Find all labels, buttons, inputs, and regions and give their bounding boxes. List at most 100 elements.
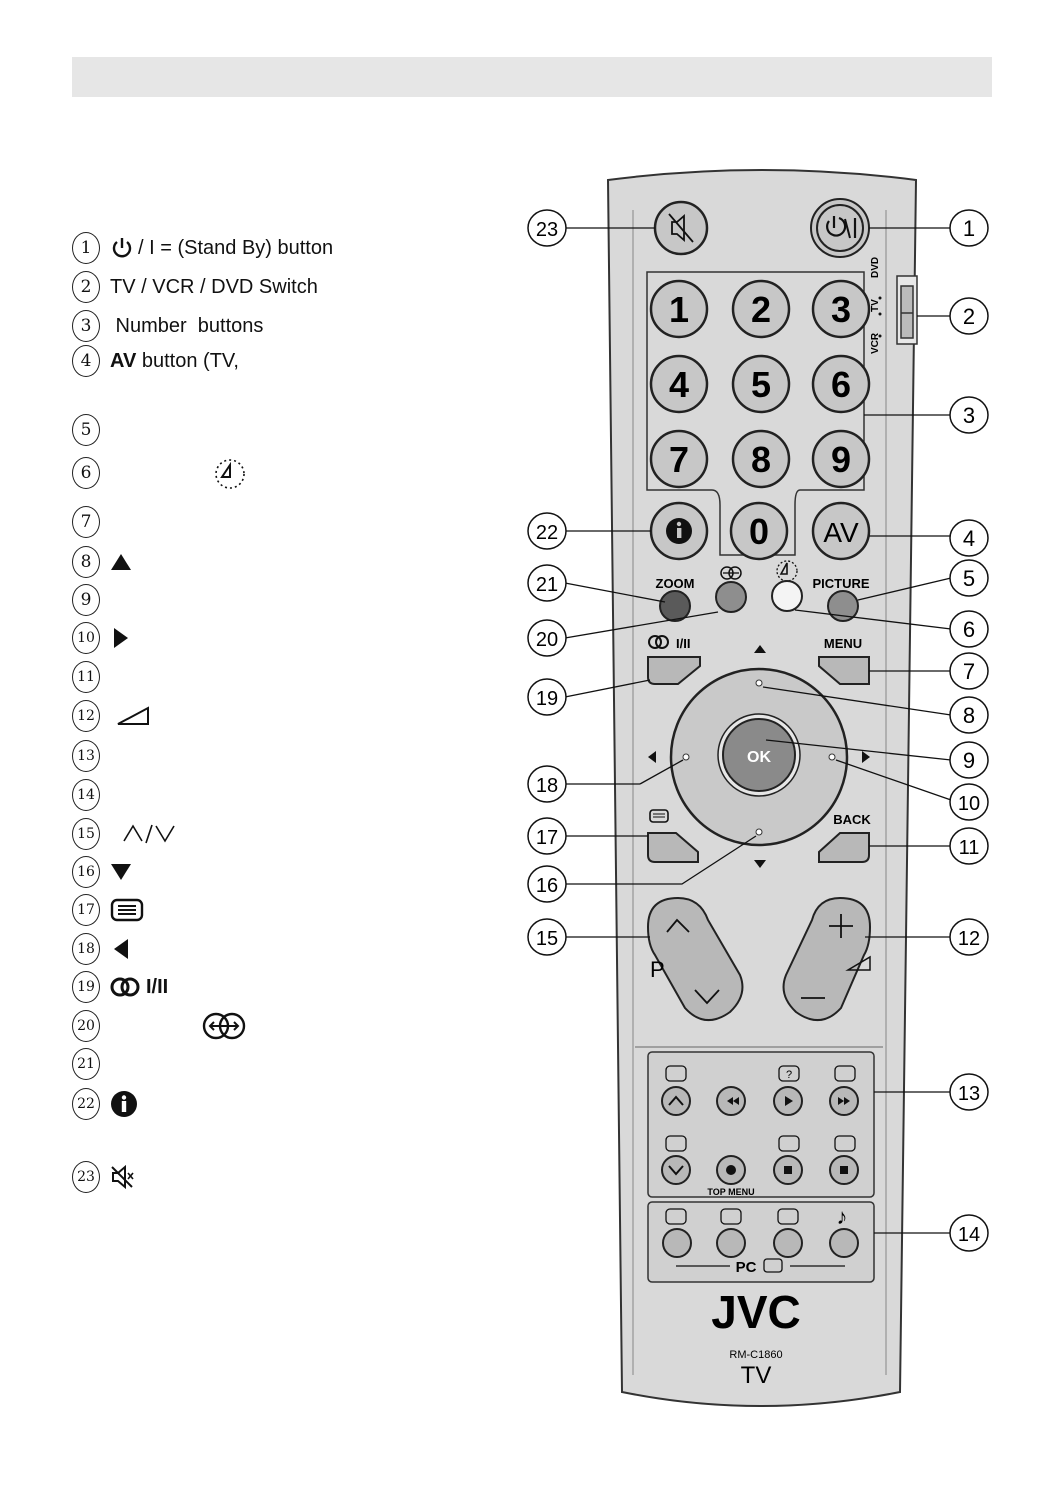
digit-label: 0	[749, 511, 769, 552]
down-triangle-icon	[111, 864, 131, 880]
callout-17: 17	[527, 817, 567, 855]
play-button[interactable]	[773, 1086, 803, 1116]
callout-number: 22	[536, 522, 558, 544]
legend-number: 10	[72, 622, 100, 654]
digit-button[interactable]: 2	[731, 279, 791, 339]
callout-number: 10	[958, 793, 980, 815]
color-button[interactable]	[829, 1228, 859, 1258]
tv-vcr-dvd-switch[interactable]: DVD TV VCR	[870, 257, 918, 354]
nav-down-dot[interactable]	[755, 828, 763, 836]
nav-down-arrow	[754, 860, 766, 868]
callout-number: 15	[536, 928, 558, 950]
legend-item-19: 19 I/II	[72, 970, 168, 1004]
color-button[interactable]	[773, 1228, 803, 1258]
zoom-button[interactable]	[659, 590, 691, 622]
callout-18: 18	[527, 765, 567, 803]
mute-button[interactable]	[653, 200, 709, 256]
digit-button[interactable]: 8	[731, 429, 791, 489]
sleep-timer-button[interactable]	[771, 580, 803, 612]
music-icon: ♪	[837, 1204, 848, 1229]
color-button[interactable]	[662, 1228, 692, 1258]
volume-icon	[845, 955, 871, 971]
callout-number: 17	[536, 827, 558, 849]
program-label: P	[650, 957, 665, 982]
legend-item-20: 20	[72, 1009, 248, 1043]
swap-button[interactable]	[715, 581, 747, 613]
digit-button[interactable]: 3	[811, 279, 871, 339]
digit-button[interactable]: 5	[731, 354, 791, 414]
info-icon	[111, 1091, 137, 1117]
standby-button[interactable]	[810, 198, 870, 258]
color-button[interactable]	[716, 1228, 746, 1258]
fast-forward-button[interactable]	[829, 1086, 859, 1116]
digit-button[interactable]: 9	[811, 429, 871, 489]
legend-item-1: 1 / I = (Stand By) button	[72, 231, 333, 265]
nav-right-dot[interactable]	[828, 753, 836, 761]
info-button[interactable]	[649, 501, 709, 561]
rewind-button[interactable]	[716, 1086, 746, 1116]
legend-item-21: 21	[72, 1047, 110, 1081]
legend-number: 19	[72, 971, 100, 1003]
teletext-button[interactable]	[647, 832, 699, 863]
up-button[interactable]	[661, 1086, 691, 1116]
legend-item-13: 13	[72, 739, 110, 773]
legend-item-9: 9	[72, 583, 110, 617]
digit-button[interactable]: 0	[729, 501, 789, 561]
legend-item-15: 15	[72, 817, 182, 851]
sound-mode-label: I/II	[676, 636, 690, 651]
legend-item-10: 10	[72, 621, 132, 655]
legend-item-11: 11	[72, 660, 110, 694]
legend-item-4: 4 AV button (TV,	[72, 344, 239, 378]
menu-button[interactable]	[818, 656, 870, 685]
cancel-icon	[778, 1135, 800, 1152]
av-button[interactable]: AV	[811, 501, 871, 561]
legend-number: 20	[72, 1010, 100, 1042]
digit-label: 9	[831, 439, 851, 480]
digit-button[interactable]: 1	[649, 279, 709, 339]
legend-number: 8	[72, 546, 100, 578]
down-button[interactable]	[661, 1155, 691, 1185]
nav-up-dot[interactable]	[755, 679, 763, 687]
record-button[interactable]	[716, 1155, 746, 1185]
legend-item-6: 6	[72, 456, 250, 490]
callout-19: 19	[527, 678, 567, 716]
callout-8: 8	[949, 696, 989, 734]
sound-mode-button[interactable]	[647, 656, 701, 685]
callout-15: 15	[527, 918, 567, 956]
legend-number: 3	[72, 310, 100, 342]
digit-button[interactable]: 7	[649, 429, 709, 489]
stop-button[interactable]	[773, 1155, 803, 1185]
callout-6: 6	[949, 610, 989, 648]
picture-button[interactable]	[827, 590, 859, 622]
legend-number: 7	[72, 506, 100, 538]
swap-icon	[720, 566, 742, 580]
nav-left-dot[interactable]	[682, 753, 690, 761]
callout-number: 16	[536, 875, 558, 897]
subtitle-icon	[665, 1065, 687, 1082]
ok-label: OK	[747, 749, 771, 766]
callout-number: 8	[963, 703, 975, 728]
callout-10: 10	[949, 783, 989, 821]
number-buttons: 1 2 3 4 5 6 7 8 9 0	[649, 279, 871, 561]
program-rocker[interactable]	[646, 896, 744, 1021]
pc-icon	[763, 1258, 783, 1273]
legend-number: 15	[72, 818, 100, 850]
ok-button[interactable]: OK	[717, 713, 801, 797]
teletext-icon	[110, 898, 144, 922]
digit-label: 1	[669, 289, 689, 330]
legend-item-8: 8	[72, 545, 132, 579]
back-button[interactable]	[818, 832, 870, 863]
digit-button[interactable]: 4	[649, 354, 709, 414]
legend-number: 9	[72, 584, 100, 616]
tv-label: TV	[741, 1362, 772, 1389]
pause-button[interactable]	[829, 1155, 859, 1185]
callout-22: 22	[527, 512, 567, 550]
digit-label: 3	[831, 289, 851, 330]
callout-number: 6	[963, 617, 975, 642]
callout-number: 7	[963, 659, 975, 684]
callout-3: 3	[949, 396, 989, 434]
digit-label: 7	[669, 439, 689, 480]
digit-button[interactable]: 6	[811, 354, 871, 414]
volume-rocker[interactable]	[782, 896, 872, 1021]
color-button-panel	[647, 1201, 875, 1283]
